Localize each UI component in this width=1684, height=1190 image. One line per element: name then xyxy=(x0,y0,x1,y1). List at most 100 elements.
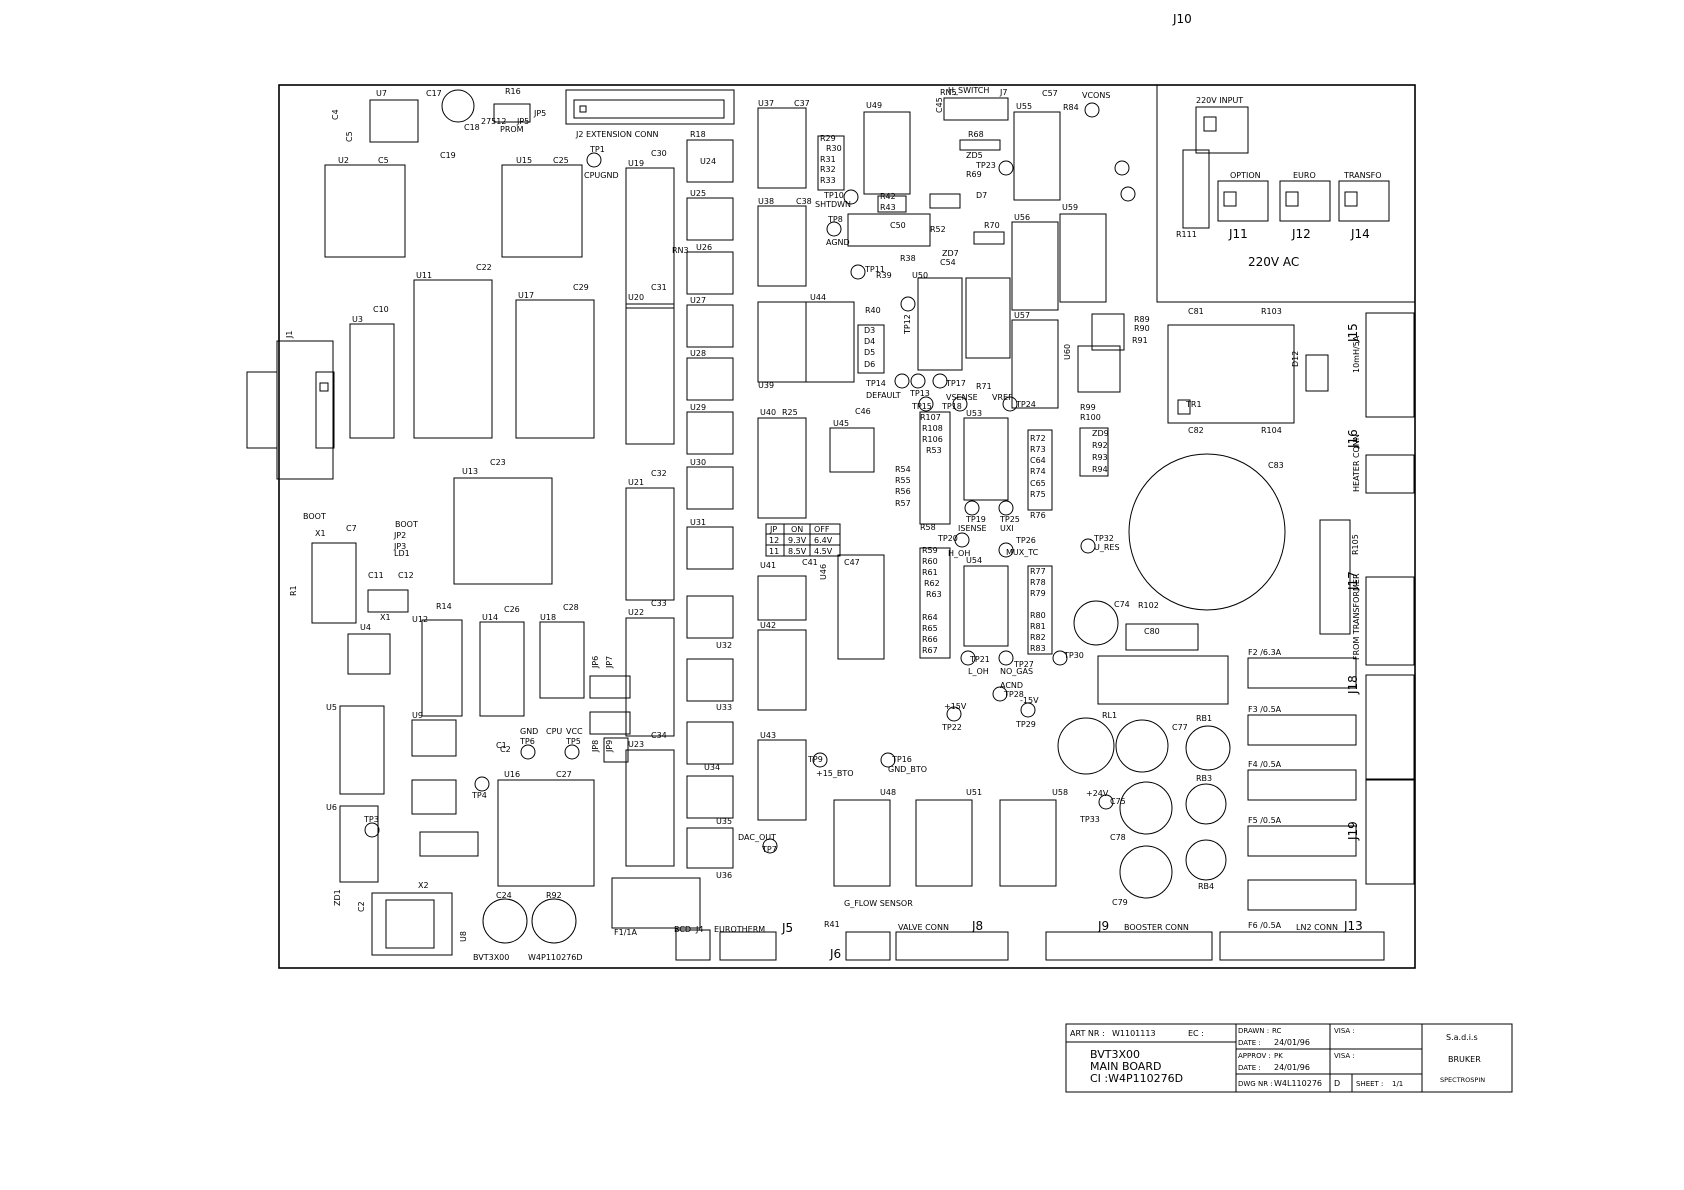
svg-text:R67: R67 xyxy=(922,646,938,655)
svg-text:C25: C25 xyxy=(553,156,569,165)
svg-text:PROM: PROM xyxy=(500,125,524,134)
svg-text:U42: U42 xyxy=(760,621,776,630)
svg-text:VCC: VCC xyxy=(566,727,583,736)
tb-art-nr-label: ART NR : xyxy=(1070,1029,1105,1038)
svg-text:F1/1A: F1/1A xyxy=(614,928,637,937)
svg-text:U16: U16 xyxy=(504,770,520,779)
svg-text:U48: U48 xyxy=(880,788,896,797)
svg-text:R73: R73 xyxy=(1030,445,1046,454)
svg-text:+15_BTO: +15_BTO xyxy=(816,769,854,778)
svg-text:27512: 27512 xyxy=(481,117,506,126)
tb-company-3: SPECTROSPIN xyxy=(1440,1076,1485,1084)
svg-text:R82: R82 xyxy=(1030,633,1046,642)
svg-text:U53: U53 xyxy=(966,409,982,418)
svg-text:C80: C80 xyxy=(1144,627,1160,636)
svg-text:C65: C65 xyxy=(1030,479,1046,488)
svg-text:TP12: TP12 xyxy=(903,314,912,335)
svg-text:U19: U19 xyxy=(628,159,644,168)
svg-text:R66: R66 xyxy=(922,635,938,644)
svg-text:R39: R39 xyxy=(876,271,892,280)
label-j14: J14 xyxy=(1350,227,1370,241)
svg-text:JP6: JP6 xyxy=(591,656,600,669)
svg-text:NO_GAS: NO_GAS xyxy=(1000,667,1033,676)
svg-text:C30: C30 xyxy=(651,149,667,158)
svg-text:TP14: TP14 xyxy=(865,379,886,388)
svg-text:U38: U38 xyxy=(758,197,774,206)
svg-text:ZD1: ZD1 xyxy=(333,889,342,906)
svg-text:U30: U30 xyxy=(690,458,706,467)
tb-approv-by: PK xyxy=(1274,1052,1283,1060)
svg-text:CPU: CPU xyxy=(546,727,562,736)
svg-text:R92: R92 xyxy=(546,891,562,900)
svg-text:R60: R60 xyxy=(922,557,938,566)
svg-text:R70: R70 xyxy=(984,221,1000,230)
svg-text:J8: J8 xyxy=(971,919,983,933)
svg-text:R93: R93 xyxy=(1092,453,1108,462)
svg-text:TP28: TP28 xyxy=(1003,690,1024,699)
svg-text:D5: D5 xyxy=(864,348,875,357)
svg-text:JP3: JP3 xyxy=(393,542,406,551)
svg-text:L_OH: L_OH xyxy=(968,667,989,676)
svg-text:VREF: VREF xyxy=(992,393,1013,402)
svg-text:R56: R56 xyxy=(895,487,911,496)
svg-text:R38: R38 xyxy=(900,254,916,263)
svg-text:R53: R53 xyxy=(926,446,942,455)
tb-visa-2: VISA : xyxy=(1334,1052,1355,1060)
svg-text:TP1: TP1 xyxy=(589,145,605,154)
svg-text:C54: C54 xyxy=(940,258,956,267)
svg-text:R57: R57 xyxy=(895,499,911,508)
svg-text:J18: J18 xyxy=(1346,675,1360,695)
label-euro: EURO xyxy=(1293,171,1316,180)
svg-text:U22: U22 xyxy=(628,608,644,617)
svg-text:UXI: UXI xyxy=(1000,524,1014,533)
svg-text:C78: C78 xyxy=(1110,833,1126,842)
svg-text:U_RES: U_RES xyxy=(1094,543,1120,552)
svg-text:U32: U32 xyxy=(716,641,732,650)
label-j10: J10 xyxy=(1172,12,1192,26)
svg-text:C22: C22 xyxy=(476,263,492,272)
svg-text:TP4: TP4 xyxy=(471,791,487,800)
prom-area: R16 JP5 27512 JP5 PROM xyxy=(481,87,546,134)
tb-sheet: 1/1 xyxy=(1392,1080,1403,1088)
svg-text:ACND: ACND xyxy=(1000,681,1023,690)
svg-text:R74: R74 xyxy=(1030,467,1046,476)
svg-text:C4: C4 xyxy=(331,109,340,120)
svg-text:TR1: TR1 xyxy=(1185,400,1202,409)
svg-text:R16: R16 xyxy=(505,87,521,96)
svg-text:JP5: JP5 xyxy=(516,117,529,126)
svg-text:D12: D12 xyxy=(1291,351,1300,367)
svg-text:TP13: TP13 xyxy=(909,389,930,398)
svg-text:C31: C31 xyxy=(651,283,667,292)
svg-text:BVT3X00: BVT3X00 xyxy=(473,953,509,962)
svg-text:R65: R65 xyxy=(922,624,938,633)
svg-text:R81: R81 xyxy=(1030,622,1046,631)
svg-text:TP7: TP7 xyxy=(761,845,777,854)
svg-text:JP8: JP8 xyxy=(591,740,600,753)
svg-text:R105: R105 xyxy=(1351,534,1360,555)
svg-text:C38: C38 xyxy=(796,197,812,206)
tb-approv-label: APPROV : xyxy=(1238,1052,1271,1060)
svg-text:TP26: TP26 xyxy=(1015,536,1036,545)
svg-text:J13: J13 xyxy=(1343,919,1363,933)
svg-text:TP15: TP15 xyxy=(911,402,932,411)
svg-text:C11: C11 xyxy=(368,571,384,580)
svg-text:R100: R100 xyxy=(1080,413,1101,422)
svg-text:C47: C47 xyxy=(844,558,860,567)
svg-text:R90: R90 xyxy=(1134,324,1150,333)
svg-text:J19: J19 xyxy=(1346,821,1360,841)
svg-text:R77: R77 xyxy=(1030,567,1046,576)
svg-text:U57: U57 xyxy=(1014,311,1030,320)
svg-text:U15: U15 xyxy=(516,156,532,165)
svg-text:TP17: TP17 xyxy=(945,379,966,388)
svg-text:10mH/5A: 10mH/5A xyxy=(1352,335,1361,373)
svg-text:X2: X2 xyxy=(418,881,429,890)
jt-h1: ON xyxy=(791,525,803,534)
svg-text:DEFAULT: DEFAULT xyxy=(866,391,901,400)
svg-text:U9: U9 xyxy=(412,711,423,720)
svg-text:X1: X1 xyxy=(380,613,391,622)
svg-text:C77: C77 xyxy=(1172,723,1188,732)
ic-group-middle: U19 C30 U20 C31 U21 C32 U22 C33 U23 C34 xyxy=(625,149,675,867)
jt-r0c0: 12 xyxy=(769,536,779,545)
